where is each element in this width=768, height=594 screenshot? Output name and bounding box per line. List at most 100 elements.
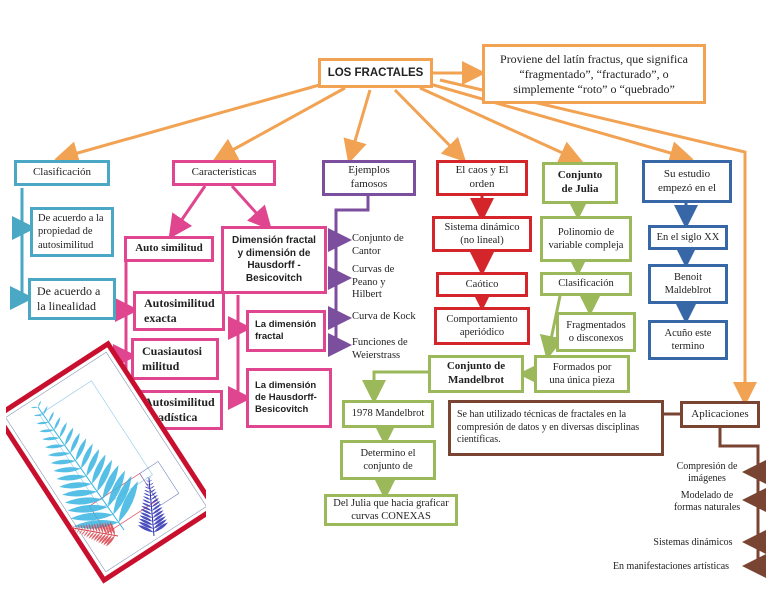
fern-leaflet [94,523,98,533]
fern-leaflet [36,421,49,425]
fern-leaflet [47,452,71,457]
fern-stem [70,527,119,537]
dimension-hausdorff-item-text: La dimensión de Hausdorff-Besicovitch [255,380,317,415]
polinomio-box: Polinomio de variable compleja [540,216,632,262]
julia-conexas-text: Del Julia que hacia graficar curvas CONE… [333,497,449,522]
fern-leaflet [105,535,116,547]
fern-leaflet [153,519,167,529]
fern-leaflet [96,533,104,543]
autosimilitud-exacta-box: Autosimilitud exacta [133,291,225,331]
mandelbrot-box: Conjunto de Mandelbrot [428,355,524,393]
fern-leaflet [74,528,77,532]
fern-leaflet [151,504,162,511]
aplicacion-compresion: Compresión de imágenes [676,461,738,484]
fern-leaflet [70,512,114,521]
fern-leaflet [91,532,98,540]
fern-leaflet [59,422,67,438]
fern-stem [148,478,155,537]
julia-clasificacion-box: Clasificación [540,272,632,296]
fern-leaflet [145,483,150,486]
fern-leaflet [86,524,89,531]
fern-leaflet [104,522,110,535]
aplicacion-modelado: Modelado de formas naturales [673,490,741,513]
julia-label: Conjunto de Julia [557,169,603,195]
fern-leaflet [144,486,150,490]
fern-leaflet [142,499,152,504]
fern-leaflet [138,518,154,526]
benoit-box: Benoit Maldeblrot [648,264,728,304]
fern-leaflet [75,438,87,461]
mandelbrot-year-box: 1978 Mandelbrot [342,400,434,428]
comportamiento-box: Comportamiento aperiódico [434,307,530,345]
dimension-fractal-box: Dimensión fractal y dimensión de Hausdor… [221,226,327,294]
fern-leaflet [59,482,92,489]
fern-leaflet [113,475,132,515]
fern-leaflet [152,513,165,522]
ejemplos-box: Ejemplos famosos [322,160,416,196]
benoit-text: Benoit Maldeblrot [664,271,712,296]
comportamiento-text: Comportamiento aperiódico [446,313,518,338]
fern-leaflet [91,523,95,532]
fern-leaflet [48,411,54,423]
acuno-text: Acuño este termino [664,327,712,352]
fern-leaflet [149,482,154,486]
fern-leaflet [80,524,83,530]
sistema-dinamico-box: Sistema dinámico (no lineal) [432,216,532,252]
aplicacion-sistemas: Sistemas dinámicos [653,537,733,548]
fern-leaflet [151,501,161,508]
fern-leaflet [145,480,150,482]
dimension-fractal-text: Dimensión fractal y dimensión de Hausdor… [232,235,316,284]
siglo-box: En el siglo XX [648,225,728,250]
ejemplo-cantor: Conjunto de Cantor [352,233,404,257]
fern-leaflet [141,502,152,508]
fern-leaflet [83,530,89,537]
fern-leaflet [43,405,48,415]
dimension-fractal-item: La dimensión fractal [246,310,326,352]
clasificacion-item-text: De acuerdo a la linealidad [37,284,101,313]
aplicaciones-box: Aplicaciones [680,401,760,428]
fern-leaflet [86,448,100,477]
fern-leaflet [140,509,153,515]
aplicaciones-label: Aplicaciones [691,407,749,420]
fern-leaflet [44,444,65,449]
fern-leaflet [110,521,116,536]
fern-leaflet [150,491,157,497]
fern-leaflet [149,479,153,482]
julia-conexas-box: Del Julia que hacia graficar curvas CONE… [324,494,458,526]
clasificacion-item-linealidad: De acuerdo a la linealidad [28,278,116,320]
acuno-box: Acuño este termino [648,320,728,360]
mandelbrot-label: Conjunto de Mandelbrot [446,360,506,386]
fern-leaflet [39,429,55,433]
fern-leaflet [153,522,169,533]
caos-box: El caos y El orden [436,160,528,196]
caotico-box: Caótico [436,272,528,297]
aplicacion-manifestaciones: En manifestaciones artísticas [612,561,730,572]
fern-leaflet [141,505,152,511]
fern-leaflet [149,485,155,490]
title-box: LOS FRACTALES [318,58,433,88]
julia-clasificacion-text: Clasificación [558,278,614,290]
fern-leaflet [76,529,80,533]
fern-leaflet [91,454,106,484]
fern-fractal-image [6,340,206,584]
fern-leaflet [100,534,110,545]
fern-leaflet [97,459,113,492]
fern-leaflet [88,531,95,539]
aplicaciones-desc-text: Se han utilizado técnicas de fractales e… [457,409,640,446]
fern-leaflet [77,524,80,530]
fragmentados-text: Fragmentados o disconexos [566,319,626,344]
fern-leaflet [69,527,71,530]
formados-text: Formados por una única pieza [549,361,615,386]
fern-leaflet [102,522,107,534]
fern-leaflet [102,465,119,500]
fern-leaflet [144,489,151,493]
fern-leaflet [143,493,151,497]
ejemplo-peano-hilbert: Curvas de Peano y Hilbert [352,264,395,301]
fern-leaflet [137,525,154,533]
autosimilitud-label: Auto similitud [135,242,203,255]
fern-leaflet [152,507,163,515]
fern-leaflet [151,497,160,504]
fern-leaflet [98,533,107,544]
ejemplo-kock: Curva de Kock [352,311,416,322]
clasificacion-label: Clasificación [32,166,92,179]
